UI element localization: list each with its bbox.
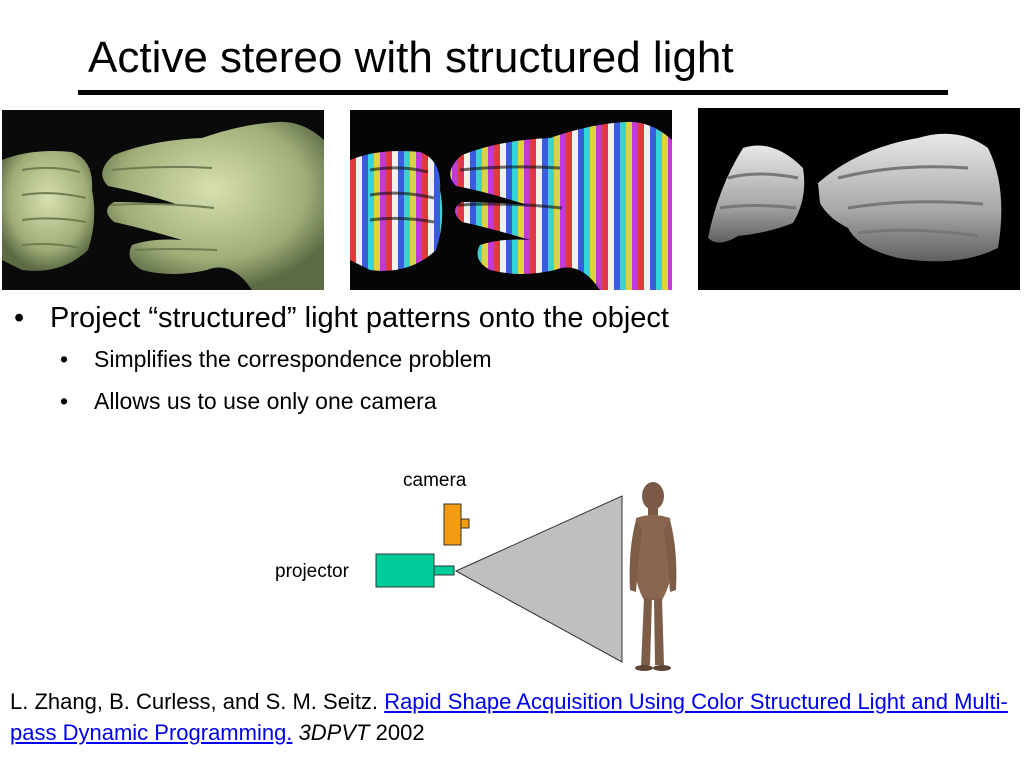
projector-lens [433,565,455,576]
bullet-sub-text: Simplifies the correspondence problem [94,346,492,372]
bullet-sub-text: Allows us to use only one camera [94,388,437,414]
bullet-marker: • [60,346,69,372]
camera-label: camera [403,470,467,491]
bullet-sub-1: • Simplifies the correspondence problem [14,338,914,380]
bullet-main: • Project “structured” light patterns on… [14,298,914,338]
camera-lens [460,518,470,529]
projector-body [375,553,435,588]
camera-body [443,503,462,546]
bullet-list: • Project “structured” light patterns on… [14,298,914,422]
human-figure [629,482,677,671]
structured-light-diagram: camera projector [270,460,700,680]
bullet-main-text: Project “structured” light patterns onto… [50,302,669,334]
bullet-marker: • [60,388,69,414]
color-hands-photo [2,110,324,290]
bullet-sub-2: • Allows us to use only one camera [14,380,914,422]
striped-hands-photo [350,110,672,290]
citation: L. Zhang, B. Curless, and S. M. Seitz. R… [10,686,1010,748]
slide-title: Active stereo with structured light [88,33,734,82]
light-cone [454,495,623,663]
citation-year: 2002 [375,720,425,745]
citation-venue: 3DPVT [298,720,370,745]
citation-authors: L. Zhang, B. Curless, and S. M. Seitz. [10,689,379,714]
projector-label: projector [275,561,349,582]
hands-3d-reconstruction [698,108,1020,290]
title-underline [78,90,948,95]
bullet-marker: • [14,302,25,334]
paper-link[interactable]: Rapid Shape Acquisition Using Color Stru… [10,689,1008,745]
